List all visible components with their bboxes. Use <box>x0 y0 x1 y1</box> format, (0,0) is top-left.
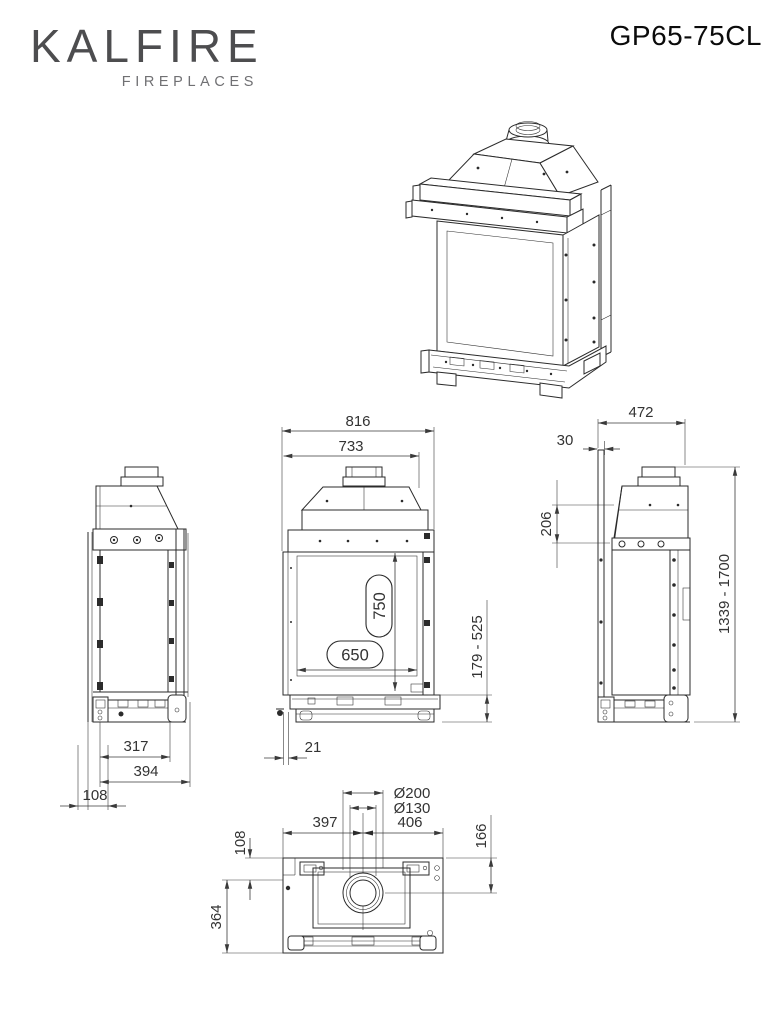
dim-front-width-body: 733 <box>338 438 363 455</box>
kalfire-logo: KALFIRE FIREPLACES <box>30 20 264 91</box>
dim-left-offset: 21 <box>305 739 322 756</box>
brand-name: KALFIRE <box>30 20 264 72</box>
bottom-view: Ø200 Ø130 397 406 166 <box>208 785 497 954</box>
dim-left-depth-total: 394 <box>133 763 158 780</box>
dim-base-height-range: 179 - 525 <box>469 615 486 678</box>
model-number: GP65-75CL <box>609 20 762 51</box>
dim-bottom-depth: 364 <box>208 904 225 929</box>
dim-right-height-range: 1339 - 1700 <box>716 554 733 634</box>
front-view: 816 733 750 650 179 - 525 21 <box>264 413 492 765</box>
dim-right-wall-gap: 30 <box>557 432 574 449</box>
dim-bottom-rear-offset: 108 <box>232 830 249 855</box>
dim-front-width-outer: 816 <box>345 413 370 430</box>
brand-subtitle: FIREPLACES <box>121 74 258 91</box>
dim-flue-to-right: 406 <box>397 814 422 831</box>
left-side-view: 317 394 108 <box>60 466 191 810</box>
dim-left-rear-offset: 108 <box>82 787 107 804</box>
dim-glass-width: 650 <box>341 647 369 665</box>
dim-glass-height: 750 <box>371 592 389 620</box>
dim-left-depth-body: 317 <box>123 738 148 755</box>
dim-left-to-flue: 397 <box>312 814 337 831</box>
dim-right-top-section: 206 <box>538 511 555 536</box>
isometric-view <box>405 121 612 399</box>
right-side-view: 472 30 206 1339 - 1700 <box>538 404 740 723</box>
dim-flue-outer-diameter: Ø200 <box>394 785 431 802</box>
dim-rear-to-flue: 166 <box>473 823 490 848</box>
dim-flue-inner-diameter: Ø130 <box>394 800 431 817</box>
dim-right-depth-total: 472 <box>628 404 653 421</box>
